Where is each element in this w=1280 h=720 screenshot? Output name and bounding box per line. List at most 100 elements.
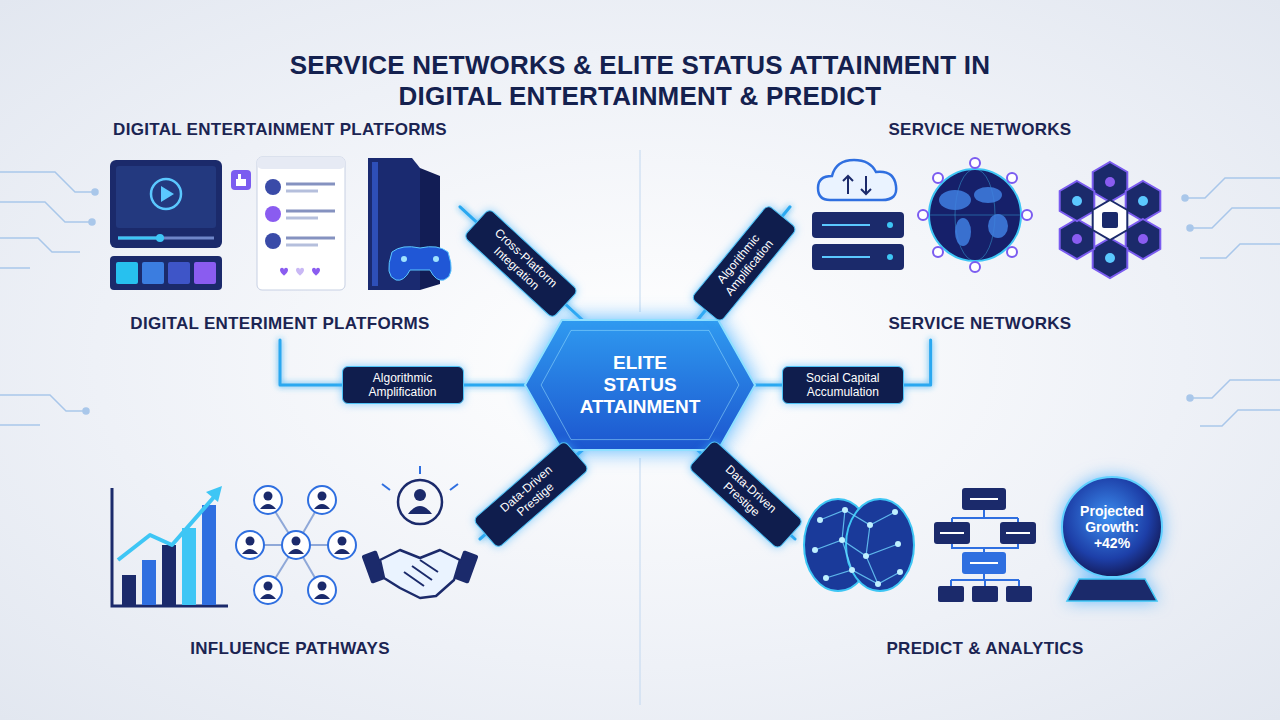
crystal-ball: Projected Growth: +42% [1057, 475, 1167, 605]
brain-network-icon [804, 499, 914, 591]
cloud-server-icon [843, 176, 871, 194]
hexagon-network-icon [1093, 162, 1128, 202]
social-feed-icon [231, 170, 251, 190]
section-group: INFLUENCE PATHWAYS [100, 455, 480, 665]
social-feed-icon [286, 183, 335, 186]
edge-label-text: Data-Driven Prestige [483, 449, 580, 539]
flowchart-icon [934, 488, 1036, 602]
social-feed-icon [286, 237, 335, 240]
globe-network-icon [929, 169, 1021, 261]
flowchart-icon [962, 552, 1006, 574]
video-player-icon [116, 262, 138, 284]
brain-network-icon [895, 541, 901, 547]
edge-label-tag: Algorithmic Amplification [342, 366, 464, 405]
flowchart-icon [940, 532, 964, 534]
hexagon-network-icon [1072, 234, 1082, 244]
cloud-server-icon [887, 254, 893, 260]
circuit-trace [1190, 380, 1280, 398]
globe-network-icon [918, 210, 928, 220]
flowchart-icon [972, 586, 998, 602]
people-network-icon [236, 531, 264, 559]
hexagon-network-icon [1102, 212, 1118, 228]
brain-network-icon [867, 522, 873, 528]
globe-network-icon [1022, 210, 1032, 220]
hexagon-network-icon [1105, 253, 1115, 263]
globe-network-icon [974, 187, 1002, 203]
bar-chart-icon [118, 497, 214, 560]
edge-label-tag: Data-Driven Prestige [472, 440, 590, 549]
brain-network-icon [842, 507, 848, 513]
flowchart-icon [951, 510, 1019, 586]
bar-chart-icon [112, 488, 228, 606]
globe-network-icon [955, 218, 971, 246]
flowchart-icon [951, 574, 1019, 586]
social-feed-icon [286, 190, 318, 193]
center-diamond: ELITE STATUS ATTAINMENT [525, 320, 755, 450]
video-player-icon [151, 179, 181, 209]
section-heading: PREDICT & ANALYTICS [886, 639, 1083, 659]
flowchart-icon [1006, 586, 1032, 602]
circuit-trace [640, 150, 641, 312]
circuit-trace [92, 189, 98, 195]
flowchart-icon [934, 522, 970, 544]
video-player-icon [110, 256, 222, 290]
brain-network-icon [817, 517, 823, 523]
globe-network-icon [970, 262, 980, 272]
diagram-title: SERVICE NETWORKS & ELITE STATUS ATTAINME… [277, 50, 1003, 111]
video-player-icon [156, 234, 164, 242]
social-feed-icon [257, 157, 345, 290]
flowchart-icon [952, 544, 1018, 552]
video-player-icon [142, 262, 164, 284]
cloud-server-icon [822, 224, 870, 226]
game-console-icon [372, 162, 378, 286]
flowchart-icon [952, 510, 1018, 522]
circuit-trace [1200, 244, 1280, 258]
handshake-icon [361, 466, 478, 598]
hexagon-network-icon [1060, 181, 1095, 221]
globe-network-icon [918, 158, 1032, 272]
globe-network-icon [1007, 247, 1017, 257]
brain-network-icon [823, 575, 829, 581]
circuit-trace [1200, 410, 1280, 426]
people-network-icon [282, 531, 310, 559]
circuit-trace [0, 238, 80, 252]
hexagon-network-icon [1072, 196, 1082, 206]
cloud-server-icon [812, 244, 904, 270]
brain-network-icon [875, 581, 881, 587]
hexagon-network-icon [1093, 200, 1128, 240]
flowchart-icon [938, 586, 964, 602]
social-feed-icon [280, 268, 288, 276]
circuit-trace [1182, 195, 1188, 201]
brain-network-icon [846, 499, 914, 591]
flowchart-icon [940, 499, 1030, 563]
video-player-icon [118, 237, 214, 240]
edge-label-tag: Algorithmic Amplification [690, 204, 797, 323]
bar-chart-icon [182, 528, 196, 605]
globe-network-icon [1007, 173, 1017, 183]
title-box: SERVICE NETWORKS & ELITE STATUS ATTAINME… [277, 50, 1003, 111]
social-feed-icon [265, 206, 281, 222]
edge-label-text: Data-Driven Prestige [698, 449, 794, 540]
circuit-trace [1190, 208, 1280, 228]
projection-text: Projected Growth: +42% [1070, 503, 1154, 551]
edge-label-tag: Data-Driven Prestige [688, 439, 804, 550]
people-network-icon [236, 486, 356, 604]
video-player-icon [110, 160, 222, 248]
social-feed-icon [236, 179, 246, 186]
hexagon-network-icon [1126, 181, 1161, 221]
social-feed-icon [231, 157, 345, 290]
hexagon-network-icon [1138, 196, 1148, 206]
handshake-icon [404, 560, 438, 586]
circuit-trace [83, 408, 89, 414]
connector-line [460, 207, 583, 320]
globe-network-icon [929, 215, 1021, 216]
center-diamond-text: ELITE STATUS ATTAINMENT [575, 352, 705, 418]
bar-chart-icon [162, 545, 176, 605]
brain-network-icon [812, 547, 818, 553]
bar-chart-icon [206, 486, 222, 502]
hexagon-network-icon [1105, 177, 1115, 187]
flowchart-icon [1006, 532, 1030, 534]
crystal-ball-globe [1062, 477, 1162, 577]
social-feed-icon [238, 174, 241, 180]
